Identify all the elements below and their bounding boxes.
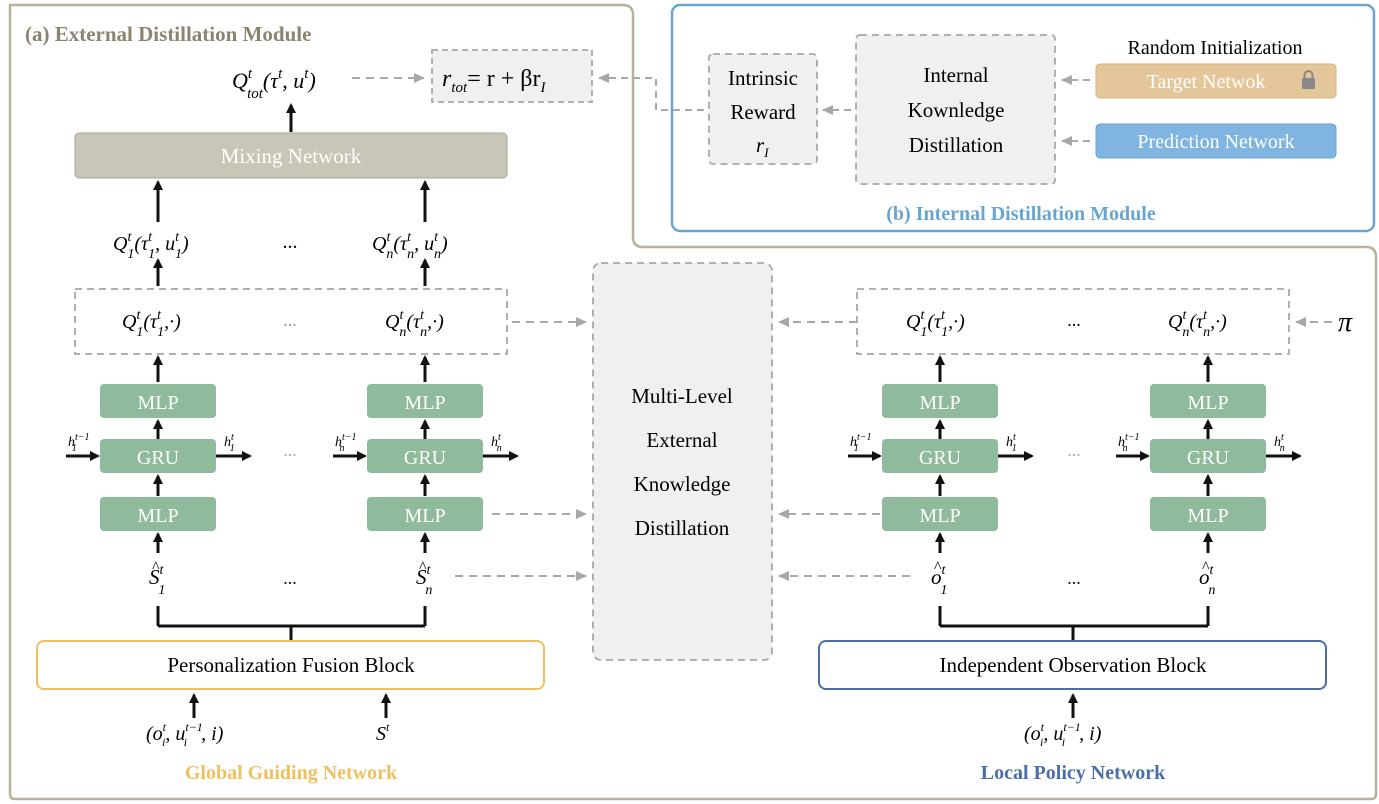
intrinsic-reward-box	[708, 53, 818, 165]
right-agent-1-gru	[882, 439, 998, 473]
left-agent-1-bottom-mlp	[100, 497, 216, 531]
center-label-4: Distillation	[635, 516, 730, 540]
r-tot-box	[431, 49, 593, 103]
right-agent-1-gru-label: GRU	[919, 447, 962, 469]
center-label-1: Multi-Level	[631, 384, 733, 408]
left-agent-n-gru-label: GRU	[404, 447, 447, 469]
right-agent-n-bottom-mlp-label: MLP	[1187, 505, 1228, 527]
right-q-ellipsis: ...	[1067, 310, 1081, 330]
internal-module-outline	[670, 3, 1376, 233]
internal-module-title: (b) Internal Distillation Module	[886, 203, 1156, 225]
left-agent-n-top-mlp-label: MLP	[404, 392, 445, 414]
intrinsic-label-2: Reward	[730, 100, 796, 124]
lock-icon	[1302, 70, 1315, 89]
left-agent-n-bottom-mlp-label: MLP	[404, 505, 445, 527]
right-agent-n-top-mlp-label: MLP	[1187, 392, 1228, 414]
agent-ellipsis: ...	[283, 568, 297, 588]
global-guiding-title: Global Guiding Network	[185, 762, 398, 784]
intrinsic-symbol: rI	[756, 133, 769, 160]
center-label-3: Knowledge	[634, 472, 731, 496]
ikd-label-1: Internal	[923, 63, 988, 87]
left-agent-1-input-hat: ^	[152, 559, 160, 576]
external-module-title: (a) External Distillation Module	[25, 22, 311, 46]
left-agent-1-gru	[100, 439, 216, 473]
agent-ellipsis: ...	[1067, 440, 1081, 460]
right-agent-1-bottom-mlp-label: MLP	[919, 505, 960, 527]
ikd-label-3: Distillation	[909, 133, 1004, 157]
right-agent-1-bottom-mlp	[882, 497, 998, 531]
right-q-values-box	[856, 288, 1290, 355]
left-q-values-box	[74, 288, 508, 355]
right-agent-n-top-mlp	[1150, 384, 1266, 418]
right-agent-1-input-hat: ^	[934, 559, 942, 576]
left-q-ellipsis: ...	[283, 310, 297, 330]
local-policy-title: Local Policy Network	[981, 762, 1166, 784]
intrinsic-label-1: Intrinsic	[728, 66, 798, 90]
independent-observation-block	[818, 640, 1327, 690]
global-state-input: St	[376, 720, 390, 745]
center-label-2: External	[646, 428, 717, 452]
left-agent-1-gru-label: GRU	[137, 447, 180, 469]
pi-symbol: π	[1338, 307, 1353, 338]
ellipsis-q-action: ...	[283, 231, 298, 253]
left-agent-n-top-mlp	[367, 384, 483, 418]
random-init-label: Random Initialization	[1128, 37, 1303, 59]
left-agent-1-top-mlp	[100, 384, 216, 418]
personalization-fusion-label: Personalization Fusion Block	[167, 653, 415, 677]
prediction-network-label: Prediction Network	[1137, 131, 1294, 153]
agent-ellipsis: ...	[1067, 568, 1081, 588]
right-agent-1-top-mlp	[882, 384, 998, 418]
target-network-label: Target Netwok	[1147, 71, 1266, 93]
internal-knowledge-distillation-box	[855, 34, 1056, 185]
left-agent-1-bottom-mlp-label: MLP	[137, 505, 178, 527]
target-network-box	[1095, 63, 1337, 99]
left-agent-n-gru	[367, 439, 483, 473]
right-agent-n-input-hat: ^	[1202, 559, 1210, 576]
right-agent-n-gru-label: GRU	[1187, 447, 1230, 469]
right-agent-n-bottom-mlp	[1150, 497, 1266, 531]
left-agent-1-top-mlp-label: MLP	[137, 392, 178, 414]
left-agent-n-input-hat: ^	[419, 559, 427, 576]
right-agent-n-gru	[1150, 439, 1266, 473]
personalization-fusion-block	[36, 640, 545, 690]
agent-ellipsis: ...	[283, 440, 297, 460]
right-agent-1-top-mlp-label: MLP	[919, 392, 960, 414]
ikd-label-2: Kownledge	[908, 98, 1005, 122]
r-tot-equation: rtot= r + βrI	[442, 66, 546, 96]
external-module-outline	[8, 3, 1378, 801]
independent-observation-label: Independent Observation Block	[939, 653, 1207, 677]
mixing-network-label: Mixing Network	[221, 144, 362, 168]
multi-level-distillation-box	[592, 262, 773, 661]
mixing-network-box	[74, 132, 508, 179]
intrinsic-to-rtot-arrow	[598, 73, 704, 111]
prediction-network-box	[1095, 123, 1337, 159]
left-agent-n-bottom-mlp	[367, 497, 483, 531]
